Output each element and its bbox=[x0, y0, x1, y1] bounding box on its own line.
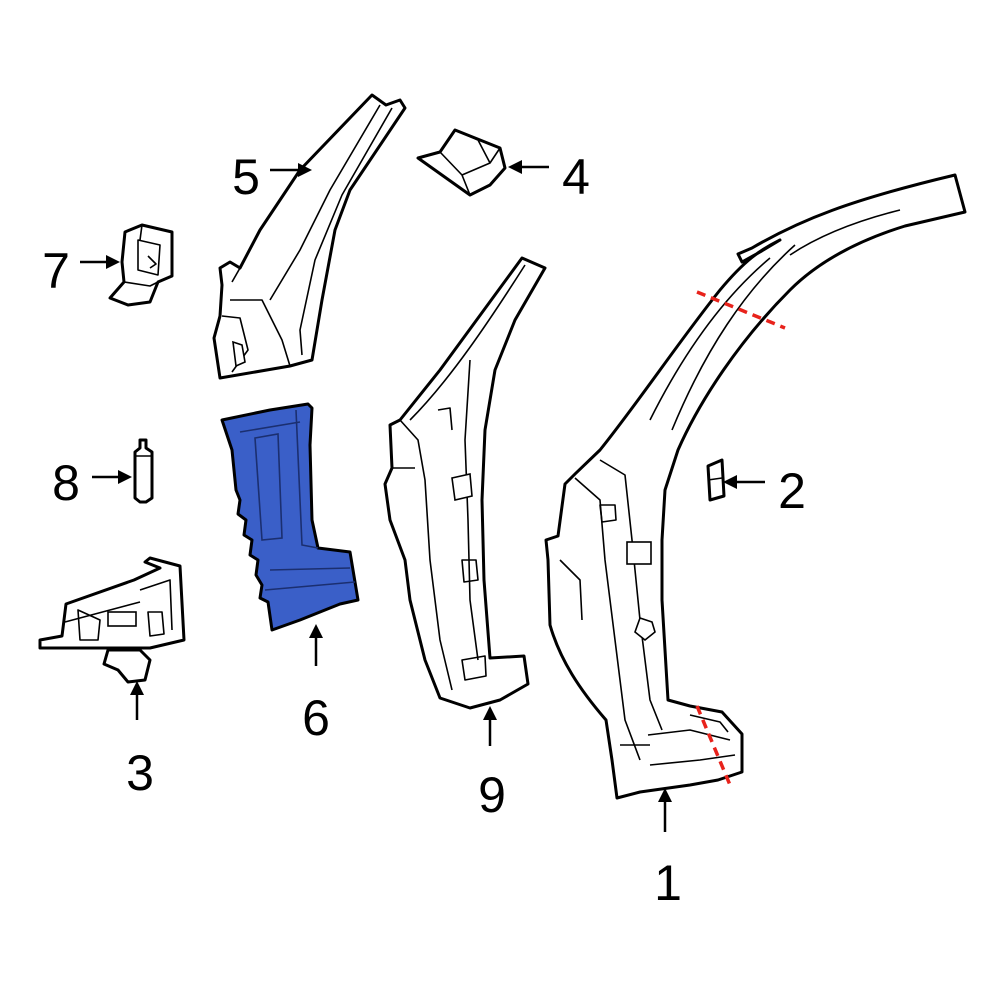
leader-arrow-3 bbox=[130, 681, 144, 720]
part-3-reinforcement[interactable] bbox=[38, 556, 186, 684]
part-6-inner-pillar-highlighted[interactable] bbox=[220, 402, 360, 632]
cut-line-upper bbox=[696, 290, 786, 330]
leader-arrow-7 bbox=[80, 255, 120, 269]
leader-arrow-9 bbox=[483, 706, 497, 746]
leader-arrow-1 bbox=[658, 788, 672, 832]
callout-6[interactable]: 6 bbox=[302, 690, 330, 746]
leader-arrow-4 bbox=[508, 160, 549, 174]
part-9-center-pillar[interactable] bbox=[383, 256, 547, 710]
part-5-upper-pillar[interactable] bbox=[212, 93, 407, 380]
callout-8[interactable]: 8 bbox=[52, 455, 80, 511]
callout-4[interactable]: 4 bbox=[562, 149, 590, 205]
part-2-bracket[interactable] bbox=[706, 458, 726, 502]
part-1-hinge-pillar[interactable] bbox=[544, 173, 967, 800]
leader-arrow-2 bbox=[723, 475, 765, 489]
part-4-clip[interactable] bbox=[416, 128, 507, 197]
leader-arrow-5 bbox=[270, 163, 312, 177]
callout-5[interactable]: 5 bbox=[232, 149, 260, 205]
callout-7[interactable]: 7 bbox=[42, 243, 70, 299]
part-8-stud[interactable] bbox=[133, 438, 154, 504]
leader-arrow-8 bbox=[92, 470, 132, 484]
callout-9[interactable]: 9 bbox=[478, 767, 506, 823]
callout-3[interactable]: 3 bbox=[126, 745, 154, 801]
leader-arrow-6 bbox=[309, 624, 323, 666]
callout-1[interactable]: 1 bbox=[654, 855, 682, 911]
part-7-bracket[interactable] bbox=[108, 223, 174, 307]
callout-2[interactable]: 2 bbox=[778, 463, 806, 519]
